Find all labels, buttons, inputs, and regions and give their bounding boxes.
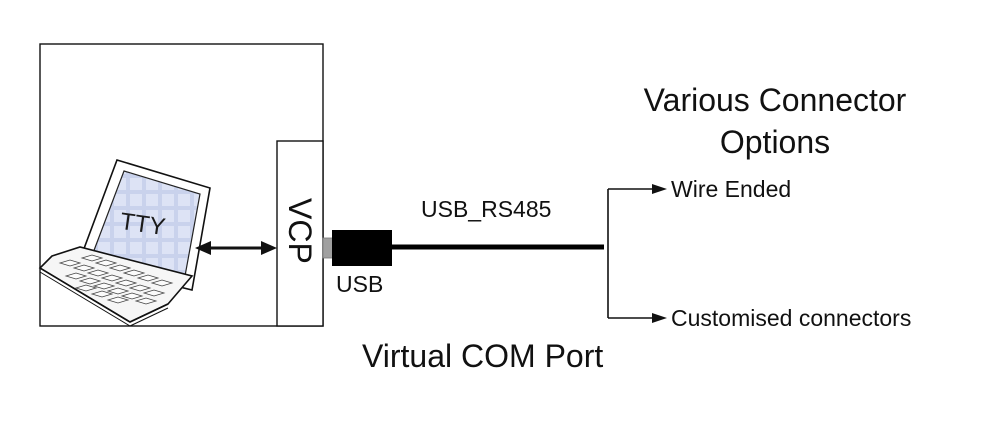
arrow-head-icon: [652, 313, 667, 323]
arrow-head-icon: [195, 241, 211, 255]
cable-label: USB_RS485: [421, 196, 552, 222]
usb-plug-icon: [322, 230, 392, 266]
connector-heading-line1: Various Connector: [643, 82, 907, 118]
branch-top-label: Wire Ended: [671, 176, 792, 202]
connector-heading-line2: Options: [719, 124, 831, 160]
branch-bottom-arrow: [608, 313, 667, 323]
footer-label: Virtual COM Port: [362, 338, 604, 374]
branch-bottom-label: Customised connectors: [671, 305, 912, 331]
branch-top-arrow: [608, 184, 667, 194]
usb-plug-label: USB: [336, 271, 384, 297]
vcp-box: [276, 140, 324, 327]
laptop-vcp-double-arrow: [195, 241, 277, 255]
vcp-label: VCP: [282, 198, 318, 264]
arrow-head-icon: [261, 241, 277, 255]
laptop-icon: [38, 159, 211, 327]
arrow-head-icon: [652, 184, 667, 194]
